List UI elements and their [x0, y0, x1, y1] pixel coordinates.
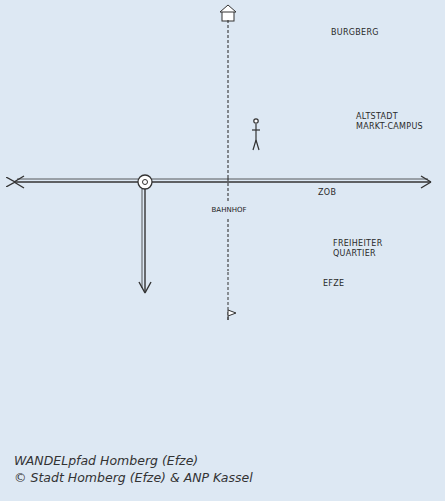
shape-outline [290, 167, 312, 176]
person-figure [252, 119, 260, 150]
node-label: BURGBERG [331, 28, 401, 38]
river-band: EFZE [140, 292, 402, 447]
node-label: EFZE [323, 279, 363, 289]
dashed-path [228, 20, 229, 178]
dashed-path [228, 178, 229, 202]
copyright-note: © Stadt Homberg (Efze) & ANP Kassel [14, 469, 253, 486]
node-label: ALTSTADT MARKT-CAMPUS [356, 112, 430, 132]
mountain-region: BURGBERG [95, 20, 387, 132]
junction-circle [138, 175, 152, 189]
quarter-ellipse: FREIHEITER QUARTIER [163, 227, 291, 271]
ring-district: ALTSTADT MARKT-CAMPUS [148, 106, 348, 178]
bus-station-blob: ZOB [290, 167, 312, 176]
castle-building [220, 5, 236, 21]
caption-text: WANDELpfad Homberg (Efze) [14, 452, 253, 469]
node-label: BAHNHOF [189, 202, 269, 219]
shape-outline [148, 106, 348, 178]
shape-outline [140, 292, 402, 447]
shape-outline [163, 227, 291, 271]
axis-arrows [14, 176, 431, 293]
dashed-path [228, 219, 229, 271]
node-label: ZOB [318, 188, 358, 198]
caption-block: WANDELpfad Homberg (Efze)© Stadt Homberg… [14, 452, 253, 486]
node-label: FREIHEITER QUARTIER [333, 239, 405, 259]
station-ellipse: BAHNHOF [189, 202, 269, 219]
path-continuation [228, 272, 236, 320]
